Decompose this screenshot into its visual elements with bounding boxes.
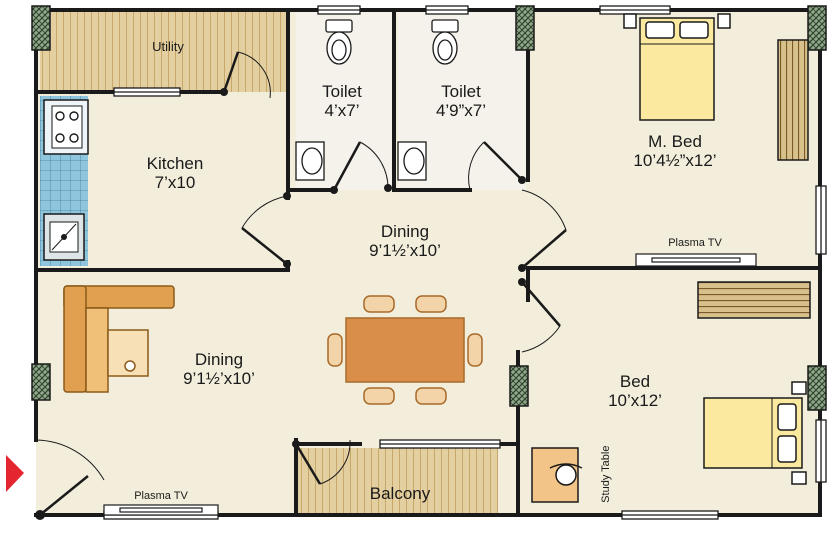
master-bed-label: M. Bed 10’4½”x12’ [590, 132, 760, 170]
dining-left-label: Dining 9’1½’x10’ [144, 350, 294, 388]
room-name: Kitchen [146, 154, 204, 173]
room-size: 4’9”x7’ [435, 101, 487, 121]
plasma-tv-master-label: Plasma TV [668, 237, 722, 249]
burner-icon [55, 111, 65, 121]
utility-floor [40, 12, 288, 92]
room-name: Dining [380, 222, 430, 241]
pillow-icon [777, 435, 797, 463]
toilet-1-label: Toilet 4’x7’ [296, 82, 388, 120]
room-size: 10’4½”x12’ [633, 151, 717, 171]
room-name: Utility [152, 39, 184, 54]
entrance-arrow [6, 455, 24, 492]
room-size: 9’1½’x10’ [183, 369, 255, 389]
toilet-tank-icon [325, 19, 353, 33]
columns [31, 5, 827, 411]
room-name: Toilet [441, 82, 481, 101]
dining-center-label: Dining 9’1½’x10’ [330, 222, 480, 260]
master-bed-furniture [623, 13, 809, 161]
room-name: Balcony [369, 484, 431, 503]
kitchen-label: Kitchen 7’x10 [110, 154, 240, 192]
room-size: 10’x12’ [608, 391, 662, 411]
room-name: M. Bed [648, 132, 702, 151]
pillow-icon [777, 403, 797, 431]
chair-icon [555, 464, 577, 486]
bed-label: Bed 10’x12’ [580, 372, 690, 410]
toilet-tank-icon [431, 19, 459, 33]
wardrobe-bed [697, 281, 811, 319]
room-name: Dining [194, 350, 244, 369]
doors [35, 51, 567, 516]
bed-furniture [531, 281, 811, 503]
pillow-icon [645, 21, 675, 39]
balcony-floor [298, 448, 498, 516]
burner-icon [55, 133, 65, 143]
study-table-label: Study Table [599, 445, 612, 503]
plasma-tv-living [103, 504, 219, 516]
toilet-fixtures [295, 19, 459, 181]
burner-icon [69, 133, 79, 143]
plasma-tv-master [635, 253, 757, 267]
room-size: 4’x7’ [324, 101, 360, 121]
room-size: 9’1½’x10’ [369, 241, 441, 261]
room-name: Bed [619, 372, 651, 391]
plasma-tv-living-label: Plasma TV [134, 490, 188, 502]
room-size: 7’x10 [154, 173, 196, 193]
room-name: Toilet [322, 82, 362, 101]
kitchen-fixtures [43, 99, 89, 261]
wardrobe-master [777, 39, 809, 161]
toilet-2-label: Toilet 4’9”x7’ [398, 82, 524, 120]
burner-icon [69, 111, 79, 121]
utility-label: Utility [128, 39, 208, 55]
pillow-icon [679, 21, 709, 39]
dining-set [327, 295, 483, 405]
sofa-set [63, 285, 175, 393]
balcony-label: Balcony [340, 484, 460, 503]
